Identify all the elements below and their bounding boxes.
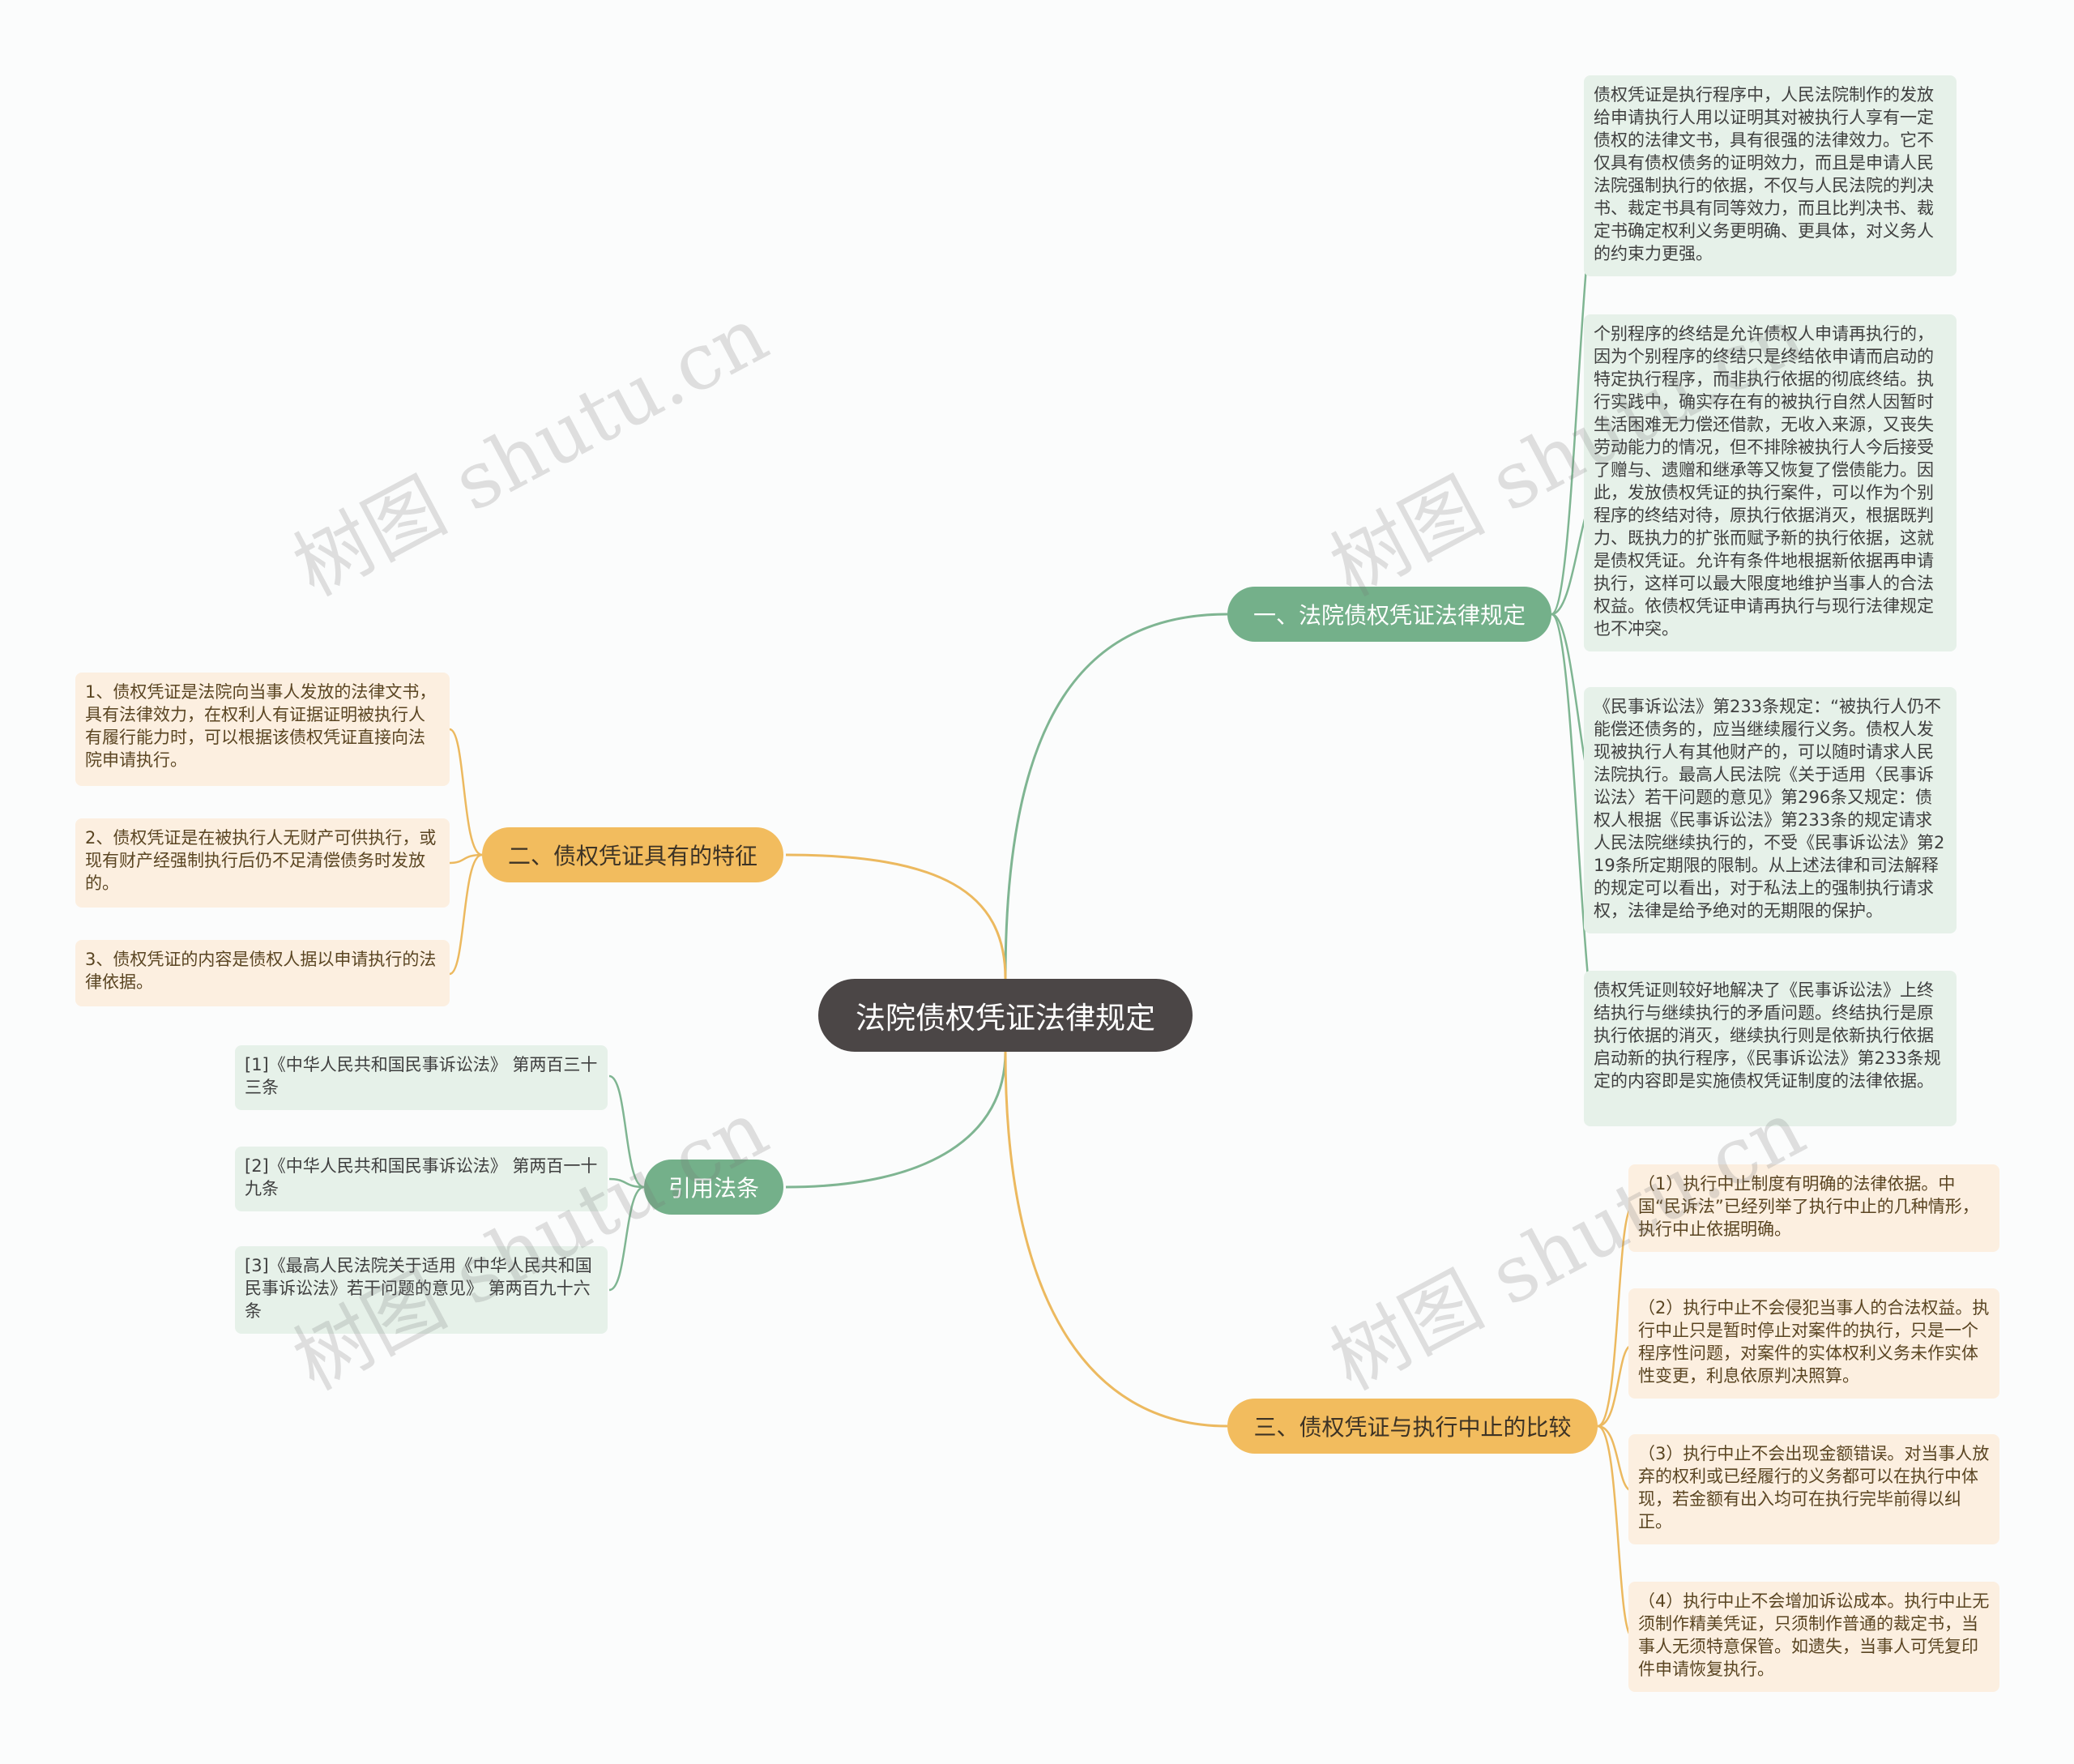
- leaf-b1-2: 个别程序的终结是允许债权人申请再执行的，因为个别程序的终结只是终结依申请而启动的…: [1584, 314, 1957, 651]
- root-node[interactable]: 法院债权凭证法律规定: [818, 979, 1193, 1052]
- link-b4-leaf2: [1597, 1343, 1633, 1428]
- link-root-b1: [1004, 613, 1228, 980]
- leaf-b1-4: 债权凭证则较好地解决了《民事诉讼法》上终结执行与继续执行的矛盾问题。终结执行是原…: [1584, 971, 1957, 1126]
- link-b3-leaf3: [608, 1185, 645, 1292]
- leaf-b1-3: 《民事诉讼法》第233条规定：“被执行人仍不能偿还债务的，应当继续履行义务。债权…: [1584, 687, 1957, 933]
- link-b2-leaf3: [449, 853, 483, 976]
- leaf-b2-1: 1、债权凭证是法院向当事人发放的法律文书，具有法律效力，在权利人有证据证明被执行…: [75, 673, 450, 786]
- branch-comparison[interactable]: 三、债权凭证与执行中止的比较: [1227, 1399, 1598, 1454]
- link-root-b2: [785, 853, 1007, 980]
- leaf-b4-3: （3）执行中止不会出现金额错误。对当事人放弃的权利或已经履行的义务都可以在执行中…: [1628, 1434, 1999, 1544]
- link-b2-leaf1: [449, 728, 483, 856]
- link-b4-leaf4: [1597, 1424, 1633, 1638]
- link-root-b4: [1004, 1051, 1228, 1428]
- leaf-b4-4: （4）执行中止不会增加诉讼成本。执行中止无须制作精美凭证，只须制作普通的裁定书，…: [1628, 1582, 1999, 1692]
- link-b4-leaf3: [1597, 1424, 1633, 1493]
- leaf-b3-3: [3]《最高人民法院关于适用《中华人民共和国民事诉讼法》若干问题的意见》 第两百…: [235, 1246, 608, 1334]
- leaf-b3-1: [1]《中华人民共和国民事诉讼法》 第两百三十三条: [235, 1045, 608, 1110]
- leaf-b3-2: [2]《中华人民共和国民事诉讼法》 第两百一十九条: [235, 1147, 608, 1211]
- leaf-b2-2: 2、债权凭证是在被执行人无财产可供执行，或现有财产经强制执行后仍不足清偿债务时发…: [75, 818, 450, 908]
- link-b4-leaf1: [1597, 1206, 1634, 1428]
- leaf-b4-2: （2）执行中止不会侵犯当事人的合法权益。执行中止只是暂时停止对案件的执行，只是一…: [1628, 1288, 1999, 1399]
- branch-cited-laws[interactable]: 引用法条: [644, 1160, 783, 1215]
- link-b3-leaf1: [608, 1074, 645, 1189]
- leaf-b1-1: 债权凭证是执行程序中，人民法院制作的发放给申请执行人用以证明其对被执行人享有一定…: [1584, 75, 1957, 276]
- branch-features[interactable]: 二、债权凭证具有的特征: [482, 827, 783, 882]
- link-b2-leaf2: [449, 853, 483, 865]
- link-b3-leaf2: [608, 1177, 645, 1189]
- branch-legal-provisions[interactable]: 一、法院债权凭证法律规定: [1227, 587, 1551, 642]
- link-root-b3: [785, 1051, 1007, 1189]
- leaf-b4-1: （1）执行中止制度有明确的法律依据。中国“民诉法”已经列举了执行中止的几种情形，…: [1628, 1164, 1999, 1252]
- leaf-b2-3: 3、债权凭证的内容是债权人据以申请执行的法律依据。: [75, 940, 450, 1006]
